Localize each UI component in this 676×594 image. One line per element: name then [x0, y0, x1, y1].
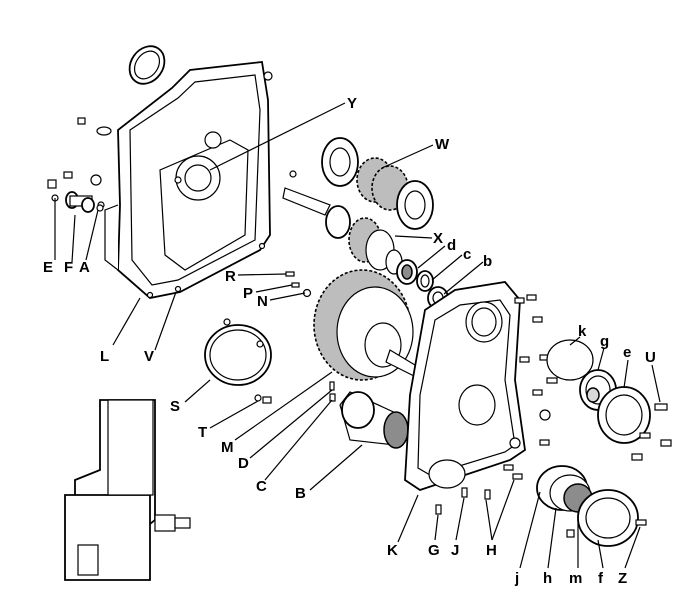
label-K: K — [387, 542, 398, 559]
label-R: R — [225, 268, 236, 285]
label-V: V — [144, 348, 154, 365]
leader-lines — [54, 102, 661, 569]
label-c: c — [463, 246, 471, 263]
left-small-parts — [47, 117, 112, 213]
top-seal-ring — [128, 45, 166, 85]
cover-plate — [404, 281, 551, 491]
label-D: D — [238, 455, 249, 472]
label-h: h — [543, 570, 552, 587]
label-M: M — [221, 439, 234, 456]
label-F: F — [64, 259, 73, 276]
label-W: W — [435, 136, 450, 153]
label-G: G — [428, 542, 440, 559]
label-P: P — [243, 285, 253, 302]
label-J: J — [451, 542, 459, 559]
label-T: T — [198, 424, 207, 441]
label-X: X — [433, 230, 443, 247]
flange-e — [597, 386, 672, 461]
side-view-assembly — [64, 399, 191, 581]
label-N: N — [257, 293, 268, 310]
label-B: B — [295, 485, 306, 502]
label-S: S — [170, 398, 180, 415]
right-bolts — [435, 294, 558, 515]
gear-X — [325, 205, 403, 275]
shaft-B — [339, 391, 409, 449]
label-b: b — [483, 253, 492, 270]
label-g: g — [600, 333, 609, 350]
gear-shaft-assembly-W — [282, 137, 434, 230]
flange-f — [566, 489, 647, 547]
gasket-k — [546, 339, 594, 381]
label-Y: Y — [347, 95, 357, 112]
label-f: f — [598, 570, 604, 587]
label-e: e — [623, 344, 631, 361]
label-m: m — [569, 570, 582, 587]
label-j: j — [514, 570, 519, 587]
label-C: C — [256, 478, 267, 495]
label-Z: Z — [618, 570, 627, 587]
main-housing — [104, 61, 273, 299]
callout-labels: Y W X d c b E F A L V R P N S T M D C B … — [43, 95, 656, 587]
label-E: E — [43, 259, 53, 276]
gear-M — [313, 269, 425, 381]
label-L: L — [100, 348, 109, 365]
label-U: U — [645, 349, 656, 366]
label-A: A — [79, 259, 90, 276]
label-d: d — [447, 237, 456, 254]
label-k: k — [578, 323, 587, 340]
ring-S — [204, 318, 272, 386]
label-H: H — [486, 542, 497, 559]
